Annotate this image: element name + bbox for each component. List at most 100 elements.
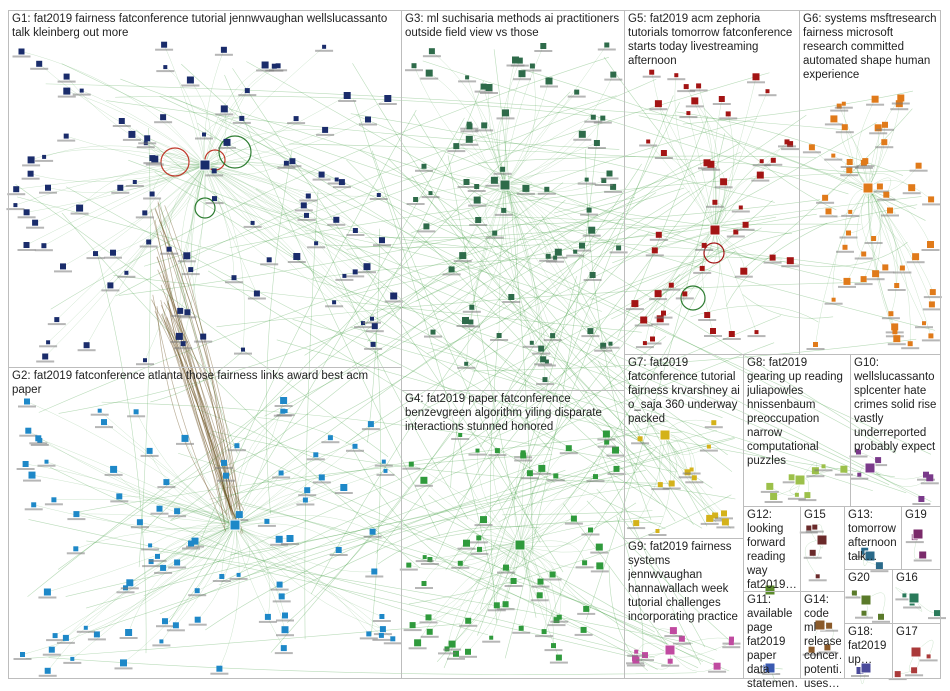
node-g3[interactable] [573,249,578,254]
node-g6[interactable] [881,139,888,146]
node-g2[interactable] [97,408,102,413]
node-g1[interactable] [118,118,125,124]
node-g3[interactable] [593,140,600,146]
node-g3[interactable] [542,377,548,383]
hub-node-g12[interactable] [764,584,776,596]
node-g9[interactable] [669,627,677,635]
node-g2[interactable] [304,487,311,494]
node-g1[interactable] [144,135,151,142]
node-g2[interactable] [390,636,396,642]
node-g9[interactable] [632,656,640,664]
node-g4[interactable] [593,474,598,480]
node-g5[interactable] [728,331,735,337]
node-g1[interactable] [271,63,277,69]
node-g2[interactable] [276,581,283,588]
node-g7[interactable] [706,444,711,449]
node-g3[interactable] [480,83,487,90]
node-g1[interactable] [177,307,184,314]
node-g4[interactable] [425,614,432,621]
node-g2[interactable] [43,588,51,596]
node-g2[interactable] [110,465,118,473]
node-g2[interactable] [126,579,134,587]
node-g6[interactable] [899,265,905,271]
node-g3[interactable] [469,304,475,310]
node-g1[interactable] [124,270,129,275]
group-box-g4[interactable]: G4: fat2019 paper fatconference benzevgr… [401,390,625,679]
node-g1[interactable] [83,342,90,349]
node-g20[interactable] [851,590,857,596]
node-g1[interactable] [379,237,385,244]
node-g7[interactable] [706,514,714,522]
node-g1[interactable] [63,133,69,139]
group-box-g9[interactable]: G9: fat2019 fairness systems jennwvaugha… [624,538,744,679]
node-g5[interactable] [631,300,639,308]
node-g1[interactable] [289,158,296,165]
node-g6[interactable] [871,236,877,241]
node-g5[interactable] [742,221,749,228]
node-g3[interactable] [500,166,506,172]
node-g1[interactable] [244,88,250,94]
node-g2[interactable] [194,616,201,623]
node-g6[interactable] [846,159,853,165]
node-g5[interactable] [759,159,764,164]
node-g2[interactable] [28,471,36,479]
hub-node-g4[interactable] [514,539,526,551]
node-g6[interactable] [842,244,848,250]
node-g2[interactable] [327,435,333,441]
node-g7[interactable] [633,520,640,527]
node-g1[interactable] [352,269,358,275]
node-g2[interactable] [383,468,388,473]
node-g5[interactable] [720,178,728,186]
node-g1[interactable] [293,116,299,122]
node-g4[interactable] [463,539,470,547]
node-g1[interactable] [41,243,47,249]
node-g3[interactable] [608,341,613,346]
node-g6[interactable] [843,277,851,285]
node-g2[interactable] [116,493,123,500]
hub-node-g9[interactable] [664,644,676,656]
node-g5[interactable] [654,290,662,298]
node-g8[interactable] [766,482,774,490]
node-g1[interactable] [183,252,191,260]
node-g1[interactable] [343,92,351,99]
node-g6[interactable] [915,162,922,169]
node-g6[interactable] [841,124,848,131]
node-g2[interactable] [125,629,133,636]
group-box-g8[interactable]: G8: fat2019 gearing up reading juliapowl… [743,354,851,507]
node-g5[interactable] [712,199,718,205]
node-g2[interactable] [275,535,283,543]
node-g16[interactable] [902,593,907,598]
node-g6[interactable] [841,101,846,106]
hub-node-g15[interactable] [816,534,828,546]
node-g4[interactable] [421,581,427,586]
node-g2[interactable] [62,634,69,641]
node-g9[interactable] [713,662,721,670]
node-g2[interactable] [70,656,75,661]
node-g1[interactable] [160,114,167,121]
node-g1[interactable] [13,186,20,193]
node-g2[interactable] [313,452,319,458]
node-g9[interactable] [729,636,734,642]
node-g7[interactable] [637,436,643,442]
node-g3[interactable] [616,245,622,251]
node-g2[interactable] [160,564,167,571]
node-g2[interactable] [234,443,240,449]
node-g2[interactable] [146,447,153,454]
node-g1[interactable] [338,179,345,186]
node-g4[interactable] [613,465,620,472]
node-g2[interactable] [163,479,170,486]
node-g4[interactable] [489,635,494,640]
node-g5[interactable] [703,159,711,167]
node-g4[interactable] [582,560,588,566]
node-g3[interactable] [522,184,530,192]
group-box-g15[interactable]: G15 [800,506,845,592]
node-g10[interactable] [857,472,862,477]
node-g1[interactable] [45,184,51,191]
node-g2[interactable] [367,421,374,428]
node-g3[interactable] [512,56,519,64]
node-g5[interactable] [660,150,667,156]
node-g3[interactable] [423,223,430,230]
node-g4[interactable] [465,617,472,624]
node-g6[interactable] [860,276,867,283]
node-g17[interactable] [894,671,901,678]
